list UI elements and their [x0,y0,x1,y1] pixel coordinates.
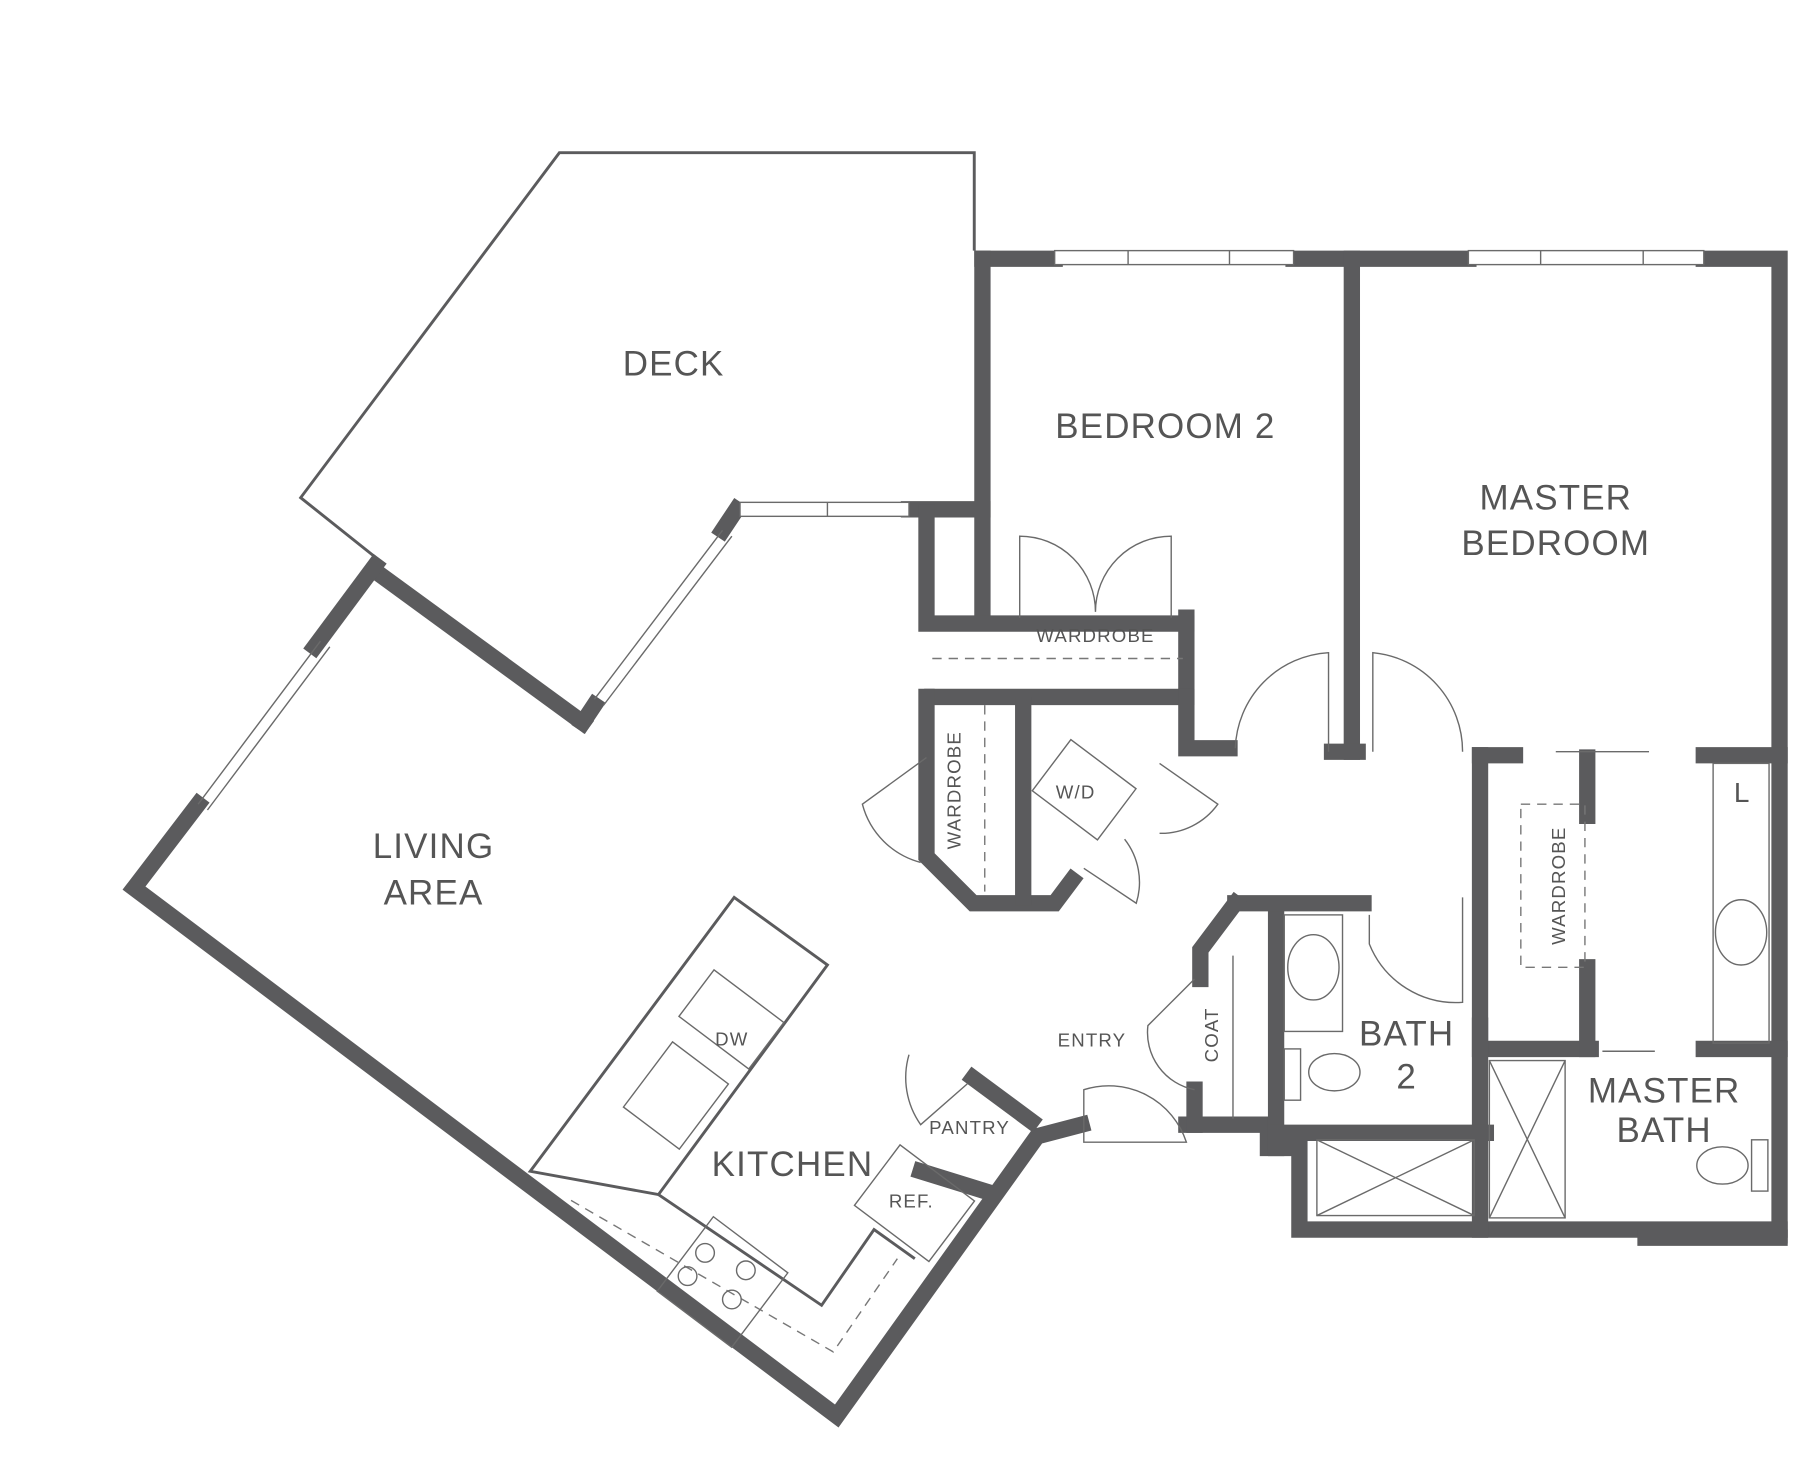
label-bath-2-2: 2 [1396,1058,1417,1097]
label-bedroom-2: BEDROOM 2 [1055,407,1275,446]
doors [861,535,1655,1143]
deck-outline [298,151,976,559]
label-wardrobe-bedroom-2: WARDROBE [1036,625,1154,646]
label-entry: ENTRY [1058,1030,1127,1051]
label-living-1: LIVING [373,827,495,866]
label-kitchen: KITCHEN [712,1145,874,1184]
walls [122,250,1788,1428]
label-wardrobe-master: WARDROBE [1548,827,1569,945]
label-wd: W/D [1056,781,1096,802]
label-ref: REF. [889,1190,934,1211]
kitchen-fixtures [527,657,1770,1353]
label-coat: COAT [1201,1007,1222,1062]
label-master-bedroom-2: BEDROOM [1461,524,1650,563]
label-living-2: AREA [384,873,484,912]
label-bath-2-1: BATH [1359,1014,1454,1053]
label-master-bath-1: MASTER [1588,1072,1741,1111]
label-linen: L [1734,777,1751,808]
label-pantry: PANTRY [929,1117,1010,1138]
label-master-bath-2: BATH [1617,1111,1712,1150]
label-wardrobe-hall: WARDROBE [943,731,964,849]
windows [197,249,1705,811]
label-dw: DW [715,1028,748,1049]
label-master-bedroom-1: MASTER [1479,478,1632,517]
label-deck: DECK [623,344,725,383]
